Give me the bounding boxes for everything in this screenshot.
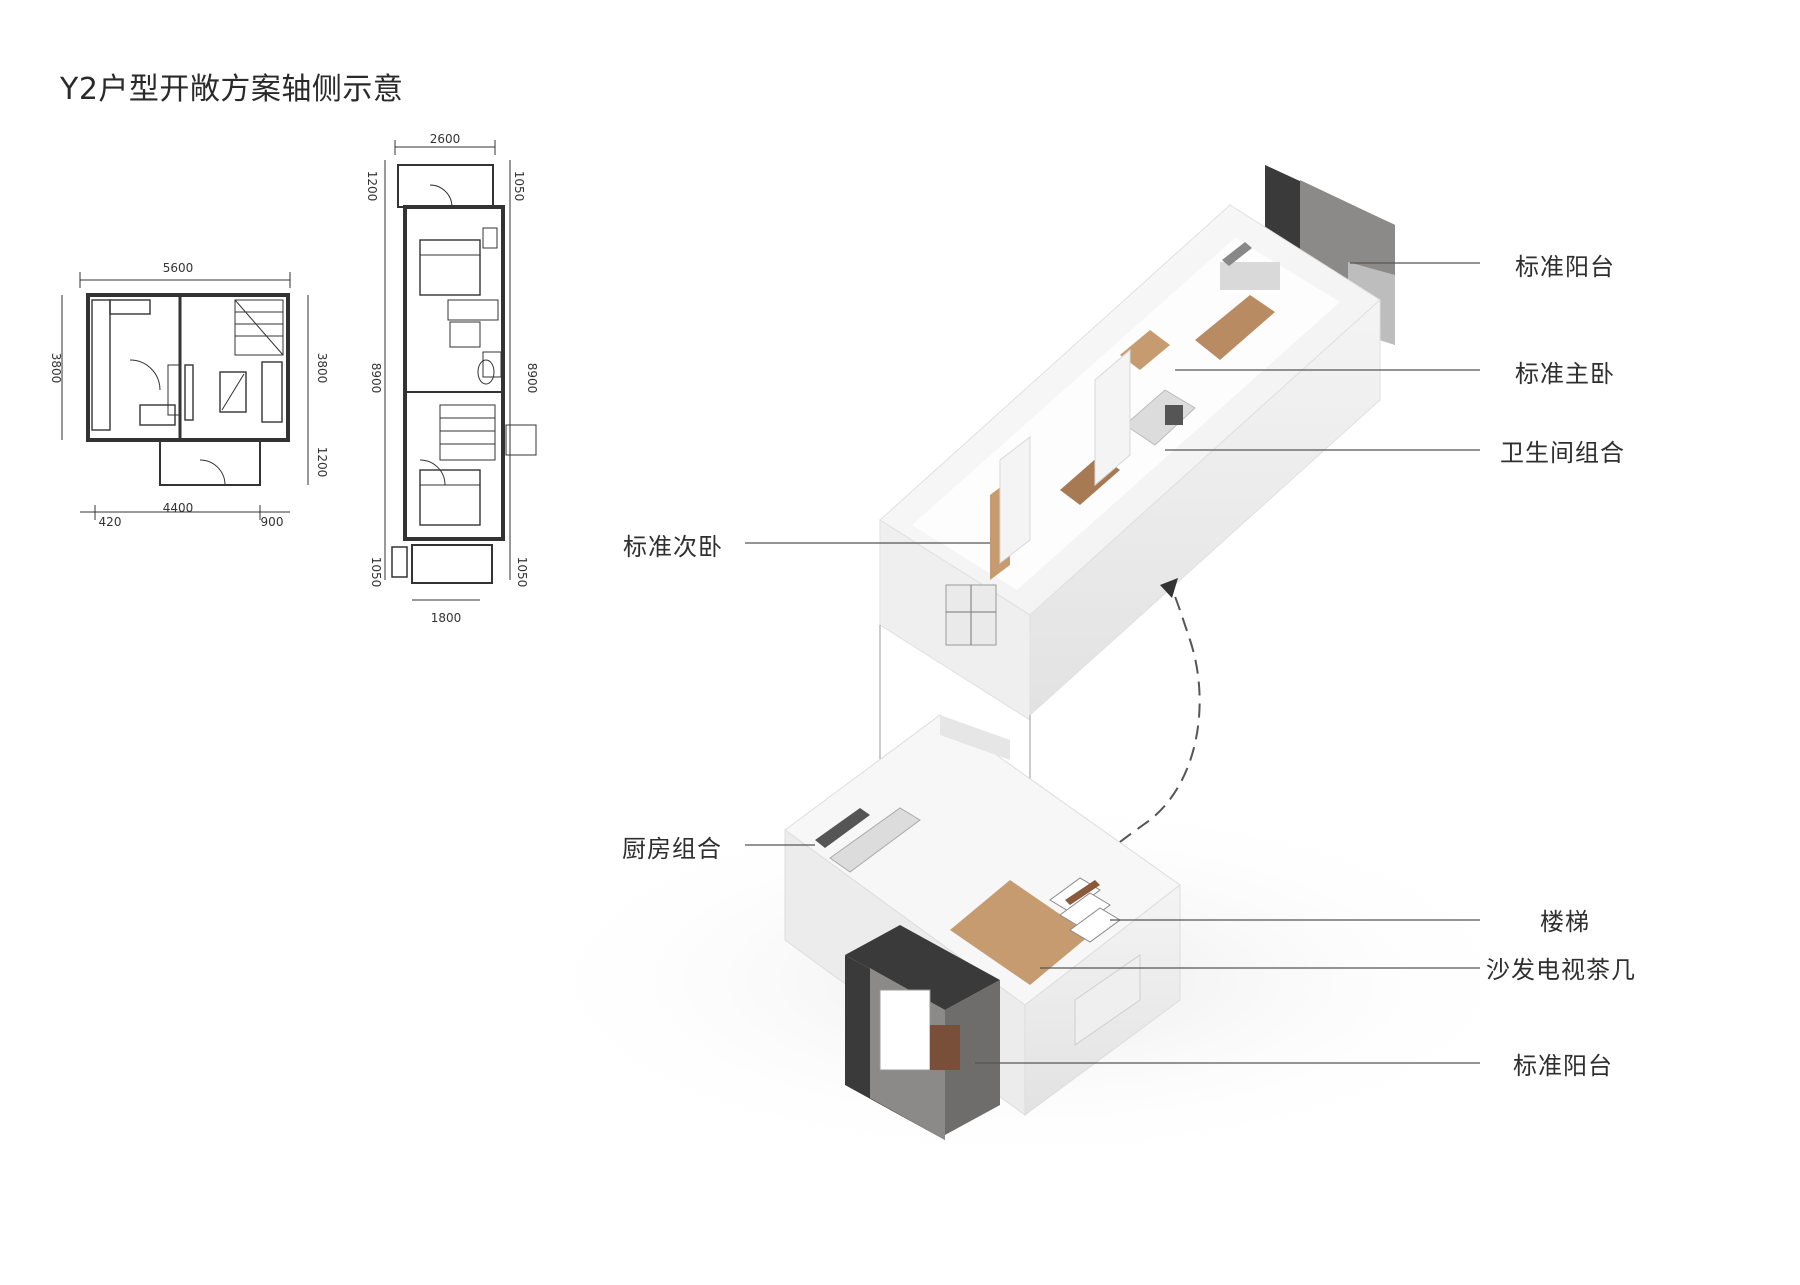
label-balcony-bottom: 标准阳台 xyxy=(1513,1052,1613,1080)
dim-text: 1200 xyxy=(365,171,379,202)
label-living: 沙发电视茶几 xyxy=(1486,956,1636,984)
floor-plan-ground xyxy=(61,272,309,520)
floor-plan-upper-dims: 2600 1200 1050 8900 8900 1050 1050 1800 xyxy=(365,132,539,625)
label-master-bedroom: 标准主卧 xyxy=(1515,360,1615,388)
axon-lower-floor xyxy=(784,714,1181,1140)
dim-text: 1050 xyxy=(515,557,529,588)
arrow-head-icon xyxy=(1160,578,1178,598)
dim-text: 1200 xyxy=(315,447,329,478)
axon-upper-floor xyxy=(879,165,1395,721)
dim-text: 2600 xyxy=(430,132,461,146)
label-balcony-top: 标准阳台 xyxy=(1515,253,1615,281)
floor-plan-ground-dims: 5600 3800 3800 1200 420 4400 900 xyxy=(49,261,329,529)
dim-text: 3800 xyxy=(49,353,63,384)
dim-text: 8900 xyxy=(369,363,383,394)
page-title: Y2户型开敞方案轴侧示意 xyxy=(60,72,404,107)
dim-text: 5600 xyxy=(163,261,194,275)
dim-text: 1050 xyxy=(369,557,383,588)
label-kitchen: 厨房组合 xyxy=(622,835,722,863)
label-stairs: 楼梯 xyxy=(1540,908,1590,936)
label-bathroom: 卫生间组合 xyxy=(1500,439,1625,467)
leader-lines xyxy=(745,262,1480,1064)
dim-text: 900 xyxy=(261,515,284,529)
dim-text: 1050 xyxy=(512,171,526,202)
dim-text: 1800 xyxy=(431,611,462,625)
dim-text: 420 xyxy=(99,515,122,529)
label-second-bedroom: 标准次卧 xyxy=(623,533,723,561)
dim-text: 8900 xyxy=(525,363,539,394)
floor-plan-upper xyxy=(384,140,537,601)
dim-text: 3800 xyxy=(315,353,329,384)
dim-text: 4400 xyxy=(163,501,194,515)
